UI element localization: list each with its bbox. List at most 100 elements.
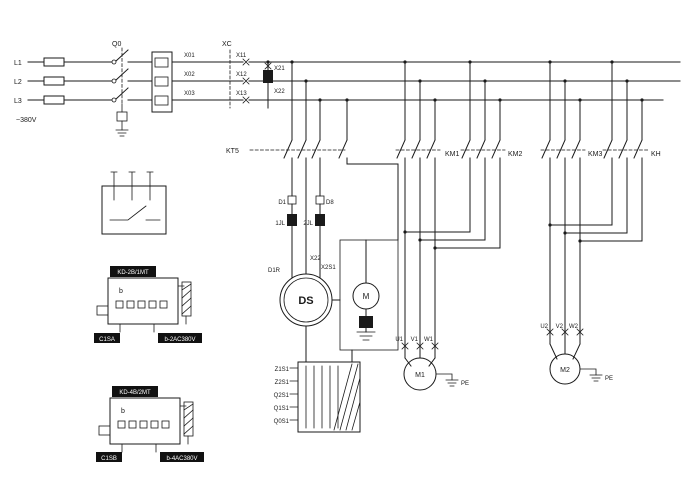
label-breaker-q0: Q0 <box>112 41 121 48</box>
module-b-right-badge <box>160 452 204 462</box>
label-m1: M1 <box>415 372 425 379</box>
label-x2s1: X2S1 <box>321 265 336 271</box>
module-a-terminal-row <box>115 300 168 309</box>
module-b-bottom-leads <box>121 443 157 453</box>
selector-internal-wires <box>305 365 339 429</box>
label-pe1: PE <box>461 381 469 387</box>
fuse-2jl <box>315 214 325 226</box>
line-fuse-l1 <box>43 57 65 67</box>
label-phase-l1: L1 <box>14 60 22 67</box>
module-a-resistor <box>181 281 192 317</box>
kt5-contact-blades <box>283 139 348 159</box>
module-a-resistor-hatch <box>181 283 192 315</box>
label-x13: X13 <box>236 91 247 97</box>
label-u2: U2 <box>540 324 548 330</box>
m1-entry-slants <box>404 357 436 367</box>
label-d1r: D1R <box>268 268 281 274</box>
block-cell-2 <box>154 76 169 87</box>
module-a-right-badge-text: b-2AC380V <box>164 337 195 343</box>
label-x02: X02 <box>184 72 195 78</box>
module-b-resistor-hatch <box>183 403 194 435</box>
m2-entry-slants <box>549 343 581 360</box>
control-module-b: KD-4B/2MT b C1SB b-4AC380V <box>96 386 204 462</box>
aux-motor-circle <box>352 282 380 310</box>
label-km1: KM1 <box>445 151 460 158</box>
relay-outline <box>101 185 167 235</box>
earth-branch-fuse <box>116 111 128 122</box>
label-u1: U1 <box>395 337 403 343</box>
label-d1: D1 <box>278 200 286 206</box>
bus-wires <box>248 61 681 101</box>
selector-lead-wires <box>289 367 299 421</box>
label-w2: W2 <box>569 324 579 330</box>
label-x22-fuse: X22 <box>274 89 285 95</box>
module-b-top-badge <box>112 386 158 397</box>
brake-block <box>359 316 373 328</box>
bus-group: X21 X22 <box>248 61 681 109</box>
block-outline <box>151 51 173 113</box>
label-x03: X03 <box>184 91 195 97</box>
q0-switch <box>111 47 129 137</box>
module-a-left-badge-text: C1SA <box>99 337 115 343</box>
label-phase-l2: L2 <box>14 79 22 86</box>
label-m2: M2 <box>560 367 570 374</box>
label-d8: D8 <box>326 200 334 206</box>
m1-pe-wire <box>435 373 453 381</box>
km2-merge-wires <box>404 157 501 249</box>
label-z2s1: Z2S1 <box>275 380 290 386</box>
label-x12: X12 <box>236 72 247 78</box>
phase-wires <box>27 61 244 101</box>
m2-pe-wire <box>579 368 597 376</box>
earth-symbol <box>115 129 129 137</box>
fuse-1jl <box>287 214 297 226</box>
line-fuse-l2 <box>43 76 65 86</box>
module-b-left-badge-text: C1SB <box>101 456 117 462</box>
junction-dots <box>266 60 644 250</box>
label-x21: X21 <box>274 66 285 72</box>
enclosure-outline <box>339 239 399 351</box>
d1-device <box>287 195 297 205</box>
module-a-outline <box>107 277 179 325</box>
switch-pivot-1 <box>111 59 117 65</box>
module-b-resistor-lead <box>179 405 189 445</box>
label-x22-ds: X22 <box>310 256 321 262</box>
m1-ground-symbol <box>445 379 459 387</box>
kt5-drop-wires <box>291 61 348 141</box>
label-phase-l3: L3 <box>14 98 22 105</box>
label-aux-motor: M <box>363 292 370 301</box>
module-b-b-label: b <box>121 408 125 415</box>
label-kt5: KT5 <box>226 148 239 155</box>
spindle-branch-group: KT5 D1 D8 1JL 2JL D1R X22 X2S1 DS M <box>226 61 399 433</box>
phase-input-group: L1 L2 L3 ~380V Q0 X01 X02 X03 XC <box>14 41 247 137</box>
km3-kh-drop-wires <box>549 61 643 141</box>
km1-km2-branch-group: KM1 KM2 U1 V1 W1 M1 PE <box>395 61 523 391</box>
label-kh: KH <box>651 151 661 158</box>
module-b-left-stub <box>98 425 111 436</box>
module-a-resistor-lead <box>177 285 187 325</box>
label-ds: DS <box>298 295 313 307</box>
label-x11: X11 <box>236 53 247 59</box>
km1-output-wires <box>404 157 436 359</box>
label-q1s1: Q1S1 <box>274 406 290 412</box>
label-w1: W1 <box>424 337 434 343</box>
label-v2: V2 <box>556 324 564 330</box>
switch-pivot-2 <box>111 78 117 84</box>
module-b-left-badge <box>96 452 122 462</box>
block-cell-1 <box>154 57 169 68</box>
relay-contact-symbol <box>109 205 161 221</box>
label-1jl: 1JL <box>275 221 285 227</box>
kt5-output-wires <box>291 157 348 279</box>
module-a-bottom-leads <box>119 323 155 333</box>
d8-device <box>315 195 325 205</box>
module-a-right-badge <box>158 333 202 343</box>
terminal-cross-marks <box>242 58 584 350</box>
module-a-left-badge <box>94 333 120 343</box>
relay-terminal-stubs <box>110 171 154 201</box>
selector-hatching <box>333 363 361 431</box>
control-modules-group: KD-2B/1MT b C1SA b-2AC380V KD-4B/2MT b <box>94 171 204 462</box>
module-a-left-stub <box>96 305 109 316</box>
km-contact-blades <box>396 139 501 159</box>
module-a-top-badge <box>110 266 156 277</box>
